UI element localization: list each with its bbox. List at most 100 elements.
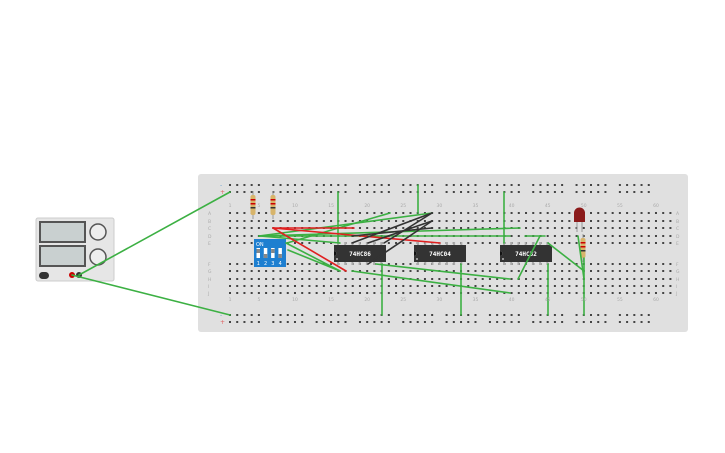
hole[interactable] xyxy=(395,220,398,222)
rail-hole[interactable] xyxy=(488,314,491,316)
hole[interactable] xyxy=(445,227,448,229)
hole[interactable] xyxy=(293,270,296,272)
rail-hole[interactable] xyxy=(517,191,520,193)
hole[interactable] xyxy=(279,212,282,214)
hole[interactable] xyxy=(611,227,614,229)
hole[interactable] xyxy=(654,212,657,214)
hole[interactable] xyxy=(553,270,556,272)
hole[interactable] xyxy=(640,242,643,244)
hole[interactable] xyxy=(654,292,657,294)
hole[interactable] xyxy=(445,270,448,272)
hole[interactable] xyxy=(662,270,665,272)
hole[interactable] xyxy=(654,278,657,280)
hole[interactable] xyxy=(395,263,398,265)
hole[interactable] xyxy=(265,220,268,222)
power-supply[interactable] xyxy=(35,217,115,282)
rail-hole[interactable] xyxy=(229,321,231,323)
hole[interactable] xyxy=(553,285,556,287)
hole[interactable] xyxy=(604,278,607,280)
hole[interactable] xyxy=(604,242,607,244)
hole[interactable] xyxy=(257,227,260,229)
hole[interactable] xyxy=(488,270,491,272)
hole[interactable] xyxy=(301,212,304,214)
hole[interactable] xyxy=(553,235,556,237)
hole[interactable] xyxy=(229,292,231,294)
hole[interactable] xyxy=(460,212,463,214)
rail-hole[interactable] xyxy=(575,314,578,316)
rail-hole[interactable] xyxy=(330,184,333,186)
hole[interactable] xyxy=(618,220,621,222)
hole[interactable] xyxy=(561,278,564,280)
hole[interactable] xyxy=(315,242,318,244)
hole[interactable] xyxy=(315,278,318,280)
wire[interactable] xyxy=(71,274,231,316)
hole[interactable] xyxy=(344,220,347,222)
hole[interactable] xyxy=(604,220,607,222)
rail-hole[interactable] xyxy=(402,184,405,186)
rail-hole[interactable] xyxy=(337,314,340,316)
rail-hole[interactable] xyxy=(279,314,282,316)
rail-hole[interactable] xyxy=(257,314,260,316)
hole[interactable] xyxy=(626,292,629,294)
hole[interactable] xyxy=(373,285,376,287)
hole[interactable] xyxy=(532,212,535,214)
hole[interactable] xyxy=(474,220,477,222)
hole[interactable] xyxy=(669,235,672,237)
hole[interactable] xyxy=(633,220,636,222)
hole[interactable] xyxy=(517,235,520,237)
hole[interactable] xyxy=(229,270,231,272)
rail-hole[interactable] xyxy=(460,184,463,186)
rail-hole[interactable] xyxy=(409,321,412,323)
hole[interactable] xyxy=(330,220,333,222)
rail-hole[interactable] xyxy=(344,321,347,323)
hole[interactable] xyxy=(257,220,260,222)
hole[interactable] xyxy=(561,235,564,237)
rail-hole[interactable] xyxy=(243,184,246,186)
hole[interactable] xyxy=(654,242,657,244)
hole[interactable] xyxy=(416,278,419,280)
rail-hole[interactable] xyxy=(647,321,650,323)
hole[interactable] xyxy=(229,285,231,287)
rail-hole[interactable] xyxy=(272,314,275,316)
hole[interactable] xyxy=(582,227,585,229)
wire[interactable] xyxy=(517,235,541,280)
hole[interactable] xyxy=(395,292,398,294)
rail-hole[interactable] xyxy=(279,191,282,193)
hole[interactable] xyxy=(452,285,455,287)
hole[interactable] xyxy=(366,278,369,280)
chip-74hc86[interactable]: 74HC86 xyxy=(333,242,386,265)
hole[interactable] xyxy=(272,285,275,287)
rail-hole[interactable] xyxy=(322,321,325,323)
rail-hole[interactable] xyxy=(510,191,513,193)
rail-hole[interactable] xyxy=(496,321,499,323)
hole[interactable] xyxy=(496,270,499,272)
hole[interactable] xyxy=(358,292,361,294)
rail-hole[interactable] xyxy=(279,184,282,186)
hole[interactable] xyxy=(265,227,268,229)
hole[interactable] xyxy=(669,292,672,294)
hole[interactable] xyxy=(481,212,484,214)
hole[interactable] xyxy=(438,227,441,229)
hole[interactable] xyxy=(611,263,614,265)
hole[interactable] xyxy=(662,212,665,214)
hole[interactable] xyxy=(654,263,657,265)
hole[interactable] xyxy=(590,227,592,229)
hole[interactable] xyxy=(402,278,405,280)
rail-hole[interactable] xyxy=(445,184,448,186)
hole[interactable] xyxy=(669,278,672,280)
rail-hole[interactable] xyxy=(358,314,361,316)
hole[interactable] xyxy=(272,270,275,272)
rail-hole[interactable] xyxy=(322,314,325,316)
hole[interactable] xyxy=(604,292,607,294)
hole[interactable] xyxy=(286,220,289,222)
hole[interactable] xyxy=(322,292,325,294)
hole[interactable] xyxy=(532,278,535,280)
rail-hole[interactable] xyxy=(496,184,499,186)
hole[interactable] xyxy=(539,278,542,280)
hole[interactable] xyxy=(481,285,484,287)
hole[interactable] xyxy=(315,220,318,222)
rail-hole[interactable] xyxy=(647,191,650,193)
rail-hole[interactable] xyxy=(250,314,253,316)
hole[interactable] xyxy=(611,235,614,237)
rail-hole[interactable] xyxy=(532,184,535,186)
